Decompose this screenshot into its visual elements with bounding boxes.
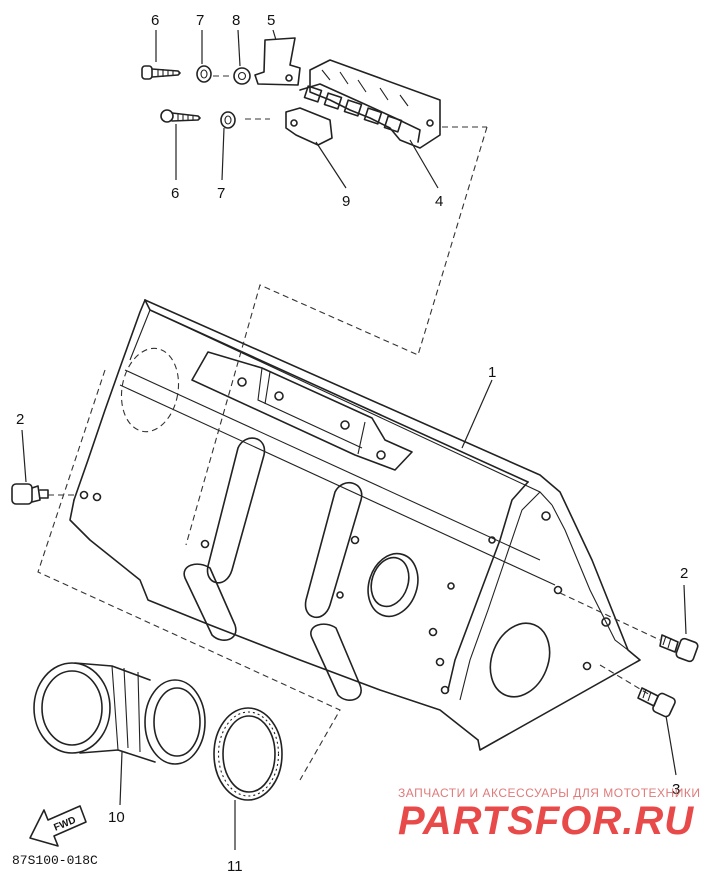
callout-8: 8 (232, 12, 240, 29)
callout-11: 11 (227, 858, 243, 875)
intake-boot-part-10 (33, 662, 206, 765)
diagram-code: 87S100-018C (12, 853, 98, 868)
assembly-guide-lines (37, 75, 661, 781)
callout-10: 10 (108, 809, 125, 826)
callout-leaders (21, 29, 687, 850)
callout-7-bottom: 7 (217, 185, 225, 202)
callout-5: 5 (267, 12, 275, 29)
watermark-tagline: ЗАПЧАСТИ И АКСЕССУАРЫ ДЛЯ МОТОТЕХНИКИ (398, 786, 700, 800)
bolt-right-part-2 (659, 634, 699, 663)
watermark: ЗАПЧАСТИ И АКСЕССУАРЫ ДЛЯ МОТОТЕХНИКИ PA… (398, 786, 700, 843)
callout-7-top: 7 (196, 12, 204, 29)
callout-1: 1 (488, 364, 496, 381)
callout-3: 3 (672, 781, 680, 798)
callout-4: 4 (435, 193, 443, 210)
clamp-part-9 (285, 107, 333, 146)
panel-part-1 (69, 299, 641, 751)
callout-2-right: 2 (680, 565, 688, 582)
bracket-part-5 (254, 37, 301, 86)
connector-holder-part-4 (299, 59, 441, 149)
callout-6-top: 6 (151, 12, 159, 29)
ring-part-11 (213, 707, 283, 801)
screws-and-washers (141, 65, 251, 129)
fwd-arrow-icon: FWD (29, 805, 87, 847)
callout-numbers: 1 2 2 3 4 5 6 6 7 7 8 9 10 11 (16, 12, 688, 875)
bolt-left-part-2 (11, 483, 49, 505)
callout-2-left: 2 (16, 411, 24, 428)
callout-9: 9 (342, 193, 350, 210)
bolt-part-3 (637, 687, 676, 718)
callout-6-bottom: 6 (171, 185, 179, 202)
watermark-brand: PARTSFOR.RU (398, 799, 694, 843)
